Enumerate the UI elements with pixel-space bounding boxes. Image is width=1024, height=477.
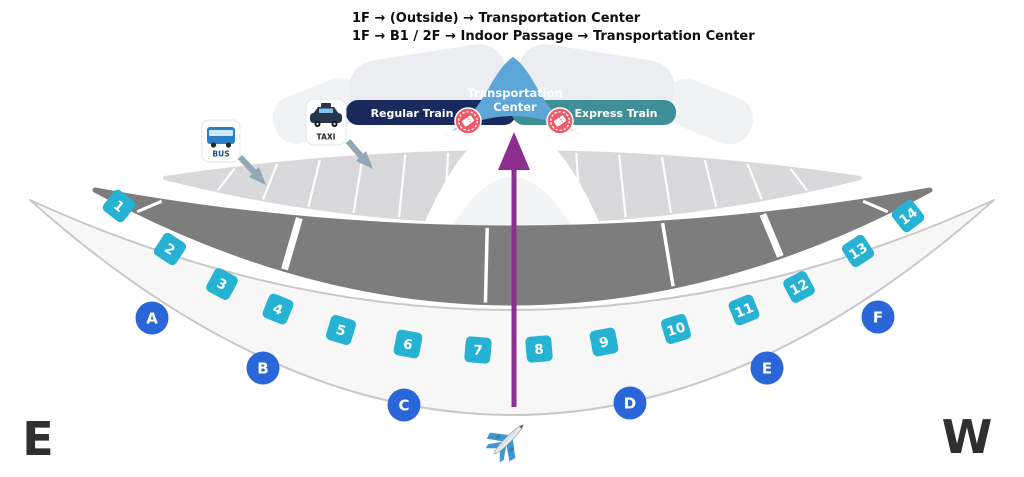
- header-line-2: 1F → B1 / 2F → Indoor Passage → Transpor…: [352, 29, 755, 44]
- gate-band-divider: [746, 163, 763, 200]
- transportation-center-label-1: Transportation: [467, 86, 563, 100]
- svg-text:7: 7: [473, 342, 484, 359]
- svg-text:A: A: [146, 310, 158, 328]
- bus-label: BUS: [212, 150, 229, 159]
- svg-text:D: D: [624, 395, 636, 413]
- svg-text:10: 10: [665, 319, 688, 340]
- svg-text:B: B: [257, 360, 268, 378]
- svg-text:9: 9: [598, 334, 610, 352]
- door-marker-13: 13: [841, 234, 875, 268]
- door-marker-7: 7: [464, 336, 492, 364]
- ticket-icon: [454, 107, 482, 135]
- gate-band-divider: [660, 156, 673, 214]
- route-arrow: [498, 132, 530, 407]
- terminal-band-divider: [660, 222, 675, 287]
- terminal-band-divider: [862, 199, 889, 214]
- terminal-band-divider: [136, 199, 163, 214]
- door-marker-9: 9: [589, 327, 619, 357]
- gate-band-divider: [703, 159, 718, 208]
- terminal-band-divider: [483, 227, 489, 303]
- gate-band-divider: [216, 167, 236, 192]
- bus-arrow: [237, 154, 266, 185]
- airplane-icon: [485, 424, 524, 463]
- taxi-arrow: [345, 139, 373, 169]
- terminal-band-divider: [759, 212, 784, 258]
- terminal-band-divider: [281, 217, 303, 271]
- express-train-label: Express Train: [574, 107, 657, 120]
- header-line-1: 1F → (Outside) → Transportation Center: [352, 11, 641, 26]
- svg-text:11: 11: [733, 300, 756, 322]
- taxi-icon: TAXI: [305, 98, 347, 146]
- gate-band-divider: [352, 156, 364, 214]
- svg-text:6: 6: [402, 336, 414, 354]
- door-marker-5: 5: [326, 315, 356, 345]
- gate-marker-A: A: [135, 301, 169, 335]
- svg-text:12: 12: [787, 276, 811, 299]
- gate-band-divider: [618, 154, 627, 218]
- door-marker-6: 6: [393, 329, 423, 359]
- gates-layer: A B C D E F: [135, 300, 895, 422]
- door-marker-10: 10: [661, 314, 691, 344]
- door-marker-4: 4: [262, 293, 294, 325]
- regular-train-label: Regular Train: [371, 107, 454, 120]
- compass-east: E: [22, 412, 53, 466]
- door-marker-1: 1: [102, 189, 136, 223]
- door-marker-8: 8: [525, 335, 553, 363]
- gate-marker-E: E: [750, 351, 784, 385]
- svg-text:C: C: [398, 397, 409, 415]
- gate-band-divider: [307, 159, 321, 208]
- dark-band-dividers: [136, 199, 889, 303]
- compass-west: W: [942, 410, 993, 464]
- bus-icon: BUS: [201, 119, 241, 163]
- door-marker-3: 3: [206, 268, 238, 300]
- gate-band-divider: [262, 163, 279, 200]
- gate-marker-C: C: [387, 388, 421, 422]
- door-marker-12: 12: [783, 271, 815, 303]
- taxi-label: TAXI: [317, 133, 336, 142]
- ticket-icon: [546, 107, 574, 135]
- svg-text:8: 8: [534, 341, 545, 358]
- door-marker-2: 2: [153, 232, 187, 266]
- svg-text:E: E: [762, 360, 772, 378]
- gate-marker-B: B: [246, 351, 280, 385]
- door-marker-14: 14: [891, 199, 925, 233]
- gate-marker-F: F: [861, 300, 895, 334]
- gate-marker-D: D: [613, 386, 647, 420]
- transportation-center-label-2: Center: [493, 100, 537, 114]
- gate-band-divider: [789, 167, 808, 192]
- gate-band-divider: [397, 154, 407, 218]
- svg-text:F: F: [873, 309, 883, 327]
- svg-text:5: 5: [334, 322, 348, 340]
- door-marker-11: 11: [728, 294, 760, 326]
